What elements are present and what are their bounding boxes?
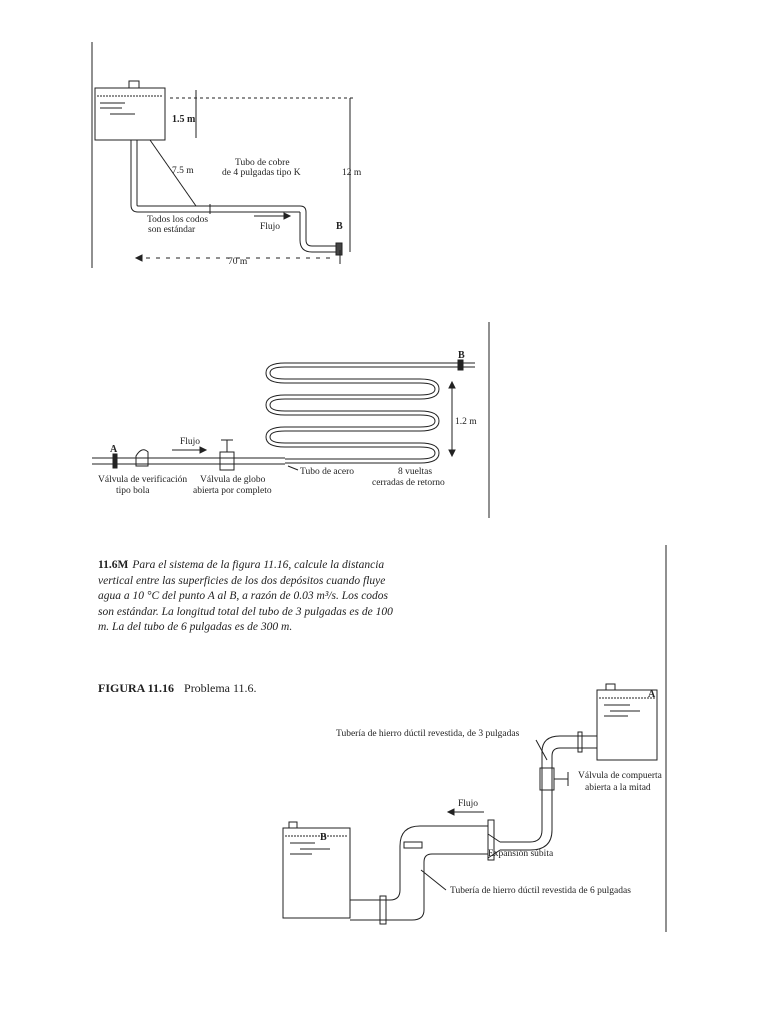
- figure-b-globe-valve: [219, 451, 235, 471]
- figure-c-pipe6-label: Tubería de hierro dúctil revestida de 6 …: [450, 886, 631, 896]
- figure-c-pipe3-label: Tubería de hierro dúctil revestida, de 3…: [336, 729, 520, 739]
- figure-b-turns-label-1: 8 vueltas: [398, 467, 432, 477]
- figure-b-check-valve: [135, 449, 149, 467]
- figure-b-point-a: A: [110, 444, 118, 455]
- figure-c-valve-label-2: abierta a la mitad: [585, 783, 651, 793]
- problem-text: Para el sistema de la figura 11.16, calc…: [98, 559, 393, 633]
- figure-a-dim-length: 70 m: [228, 257, 248, 267]
- figure-a-tank-vent: [128, 80, 140, 89]
- figure-c: [282, 545, 667, 932]
- figure-a-dim-water: 1.5 m: [172, 114, 196, 125]
- figure-c-tank-a: [596, 689, 658, 761]
- figure-c-point-b: B: [320, 832, 327, 843]
- figure-b-dim-height: 1.2 m: [455, 417, 477, 427]
- problem-number: 11.6M: [98, 559, 129, 571]
- figure-b-steel-pipe-label: Tubo de acero: [300, 467, 354, 477]
- figure-b-check-valve-label-2: tipo bola: [116, 486, 150, 496]
- figure-c-valve-label-1: Válvula de compuerta: [578, 771, 663, 781]
- figure-caption: FIGURA 11.16 Problema 11.6.: [98, 681, 257, 696]
- figure-c-point-a: A: [648, 689, 656, 700]
- figure-c-labels: A B Tubería de hierro dúctil revestida, …: [320, 689, 663, 896]
- figure-c-expansion-label: Expansión súbita: [488, 849, 554, 859]
- figure-b-turns-label-2: cerradas de retorno: [372, 478, 445, 488]
- figure-a-elbows-label-1: Todos los codos: [147, 215, 208, 225]
- figure-b-point-b: B: [458, 350, 465, 361]
- figure-a-point-b: B: [336, 221, 343, 232]
- figure-c-flow-label: Flujo: [458, 799, 478, 809]
- figure-a: [91, 42, 355, 268]
- figure-a-pipe-label-1: Tubo de cobre: [235, 158, 290, 168]
- figure-a-pipe-label-2: de 4 pulgadas tipo K: [222, 168, 301, 178]
- figure-b-flow-label: Flujo: [180, 437, 200, 447]
- figure-a-dim-drop: 7.5 m: [172, 166, 194, 176]
- figure-c-tank-b: [282, 827, 351, 919]
- figure-b-globe-valve-label-1: Válvula de globo: [200, 475, 266, 485]
- caption-title: Problema 11.6.: [184, 681, 257, 695]
- figure-b-check-valve-label-1: Válvula de verificación: [98, 474, 187, 485]
- figure-a-outlet-valve: [335, 242, 343, 256]
- figure-a-labels: 1.5 m 7.5 m 12 m 70 m Tubo de cobre de 4…: [147, 114, 362, 267]
- figure-b: [92, 322, 490, 518]
- figure-a-flow-label: Flujo: [260, 222, 280, 232]
- figure-b-labels: A B Flujo 1.2 m Válvula de verificación …: [98, 350, 477, 496]
- figure-a-dim-total: 12 m: [342, 168, 362, 178]
- figure-a-elbows-label-2: son estándar: [148, 225, 196, 235]
- caption-figure-number: FIGURA 11.16: [98, 681, 175, 695]
- figure-b-globe-valve-label-2: abierta por completo: [193, 486, 272, 496]
